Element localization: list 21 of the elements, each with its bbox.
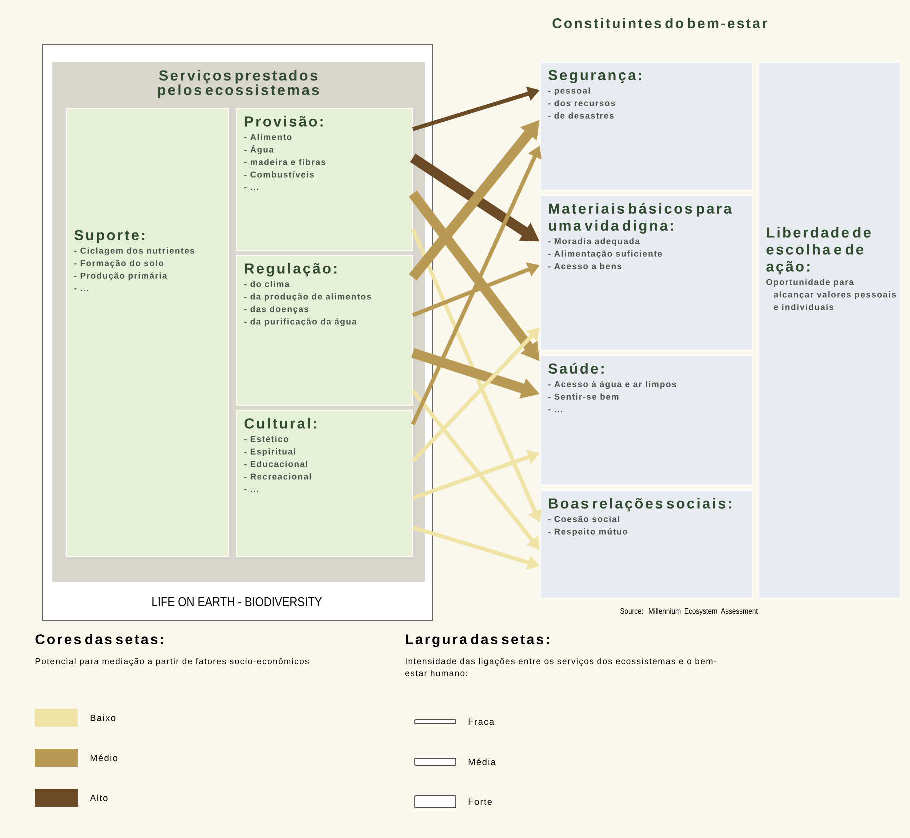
legend-description: Potencial para mediação a partir de fatores socio-econômicos (36, 658, 309, 666)
legend-heading: Largura das setas: (406, 634, 550, 648)
category-box: Segurança: - pessoal - dos recursos - de desastres (540, 62, 753, 191)
category-box: Materiais básicos para uma vida digna: - Moradia adequada - Alimentação suficiente - Acesso a bens (540, 195, 753, 351)
legend-description: Intensidade das ligações entre os serviços dos ecossistemas e o bem-estar humano: (406, 658, 716, 676)
category-box: Regulação: - do clima - da produção de alimentos - das doenças - da purificação da água (236, 255, 413, 406)
column-heading: Constituintes do bem-estar (552, 18, 768, 28)
legend-text: Fraca (468, 718, 494, 726)
source-note: Source: Millennium Ecosystem Assessment (620, 608, 758, 616)
category-box: Suporte: - Ciclagem dos nutrientes - Formação do solo - Produção primária - ... (66, 108, 229, 557)
legend-text: Baixo (90, 714, 116, 722)
category-box: Boas relações sociais: - Coesão social - Respeito mútuo (540, 490, 753, 599)
legend-heading: Cores das setas: (36, 634, 164, 644)
category-box: Saúde: - Acesso à água e ar limpos - Sentir-se bem - ... (540, 355, 753, 486)
category-box: Liberdade de escolha e de ação: Oportunidade para alcançar valores pessoais e individuais (758, 62, 901, 599)
legend-text: Média (468, 758, 496, 766)
legend-text: Forte (468, 798, 492, 806)
legend-text: Médio (90, 754, 118, 762)
legend-text: Alto (90, 794, 108, 802)
category-box: Cultural: - Estético - Espiritual - Educacional - Recreacional - ... (236, 410, 413, 557)
category-box: Provisão: - Alimento - Água - madeira e fibras - Combustíveis - ... (236, 108, 413, 251)
